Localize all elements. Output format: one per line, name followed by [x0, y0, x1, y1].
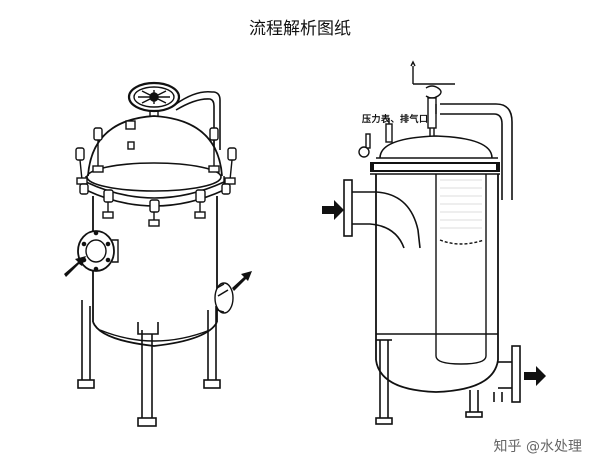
gauge-and-valve [358, 118, 393, 158]
inlet-arrow-right [322, 200, 344, 220]
right-filter-section [322, 60, 546, 425]
pressure-gauge-vent-label: 压力表、排气口 [362, 115, 429, 125]
outlet-arrow-right [524, 366, 546, 386]
swing-bolts [75, 127, 237, 227]
outlet-flange-left [214, 282, 234, 314]
legs-left [77, 289, 229, 427]
watermark: 知乎 @水处理 [493, 439, 582, 455]
vent-pipe-right [440, 103, 513, 200]
lid-right [379, 135, 493, 159]
inlet-arrow-left [64, 256, 86, 277]
left-filter-housing [64, 81, 252, 427]
filter-bag [435, 174, 487, 365]
legs-right [375, 339, 503, 425]
vent-pipe [175, 90, 221, 150]
outlet-arrow-left [232, 271, 252, 291]
page-title: 流程解析图纸 [249, 19, 351, 39]
inlet-elbow-right [343, 179, 421, 249]
outlet-right [498, 345, 521, 403]
inlet-flange-left [77, 230, 119, 272]
